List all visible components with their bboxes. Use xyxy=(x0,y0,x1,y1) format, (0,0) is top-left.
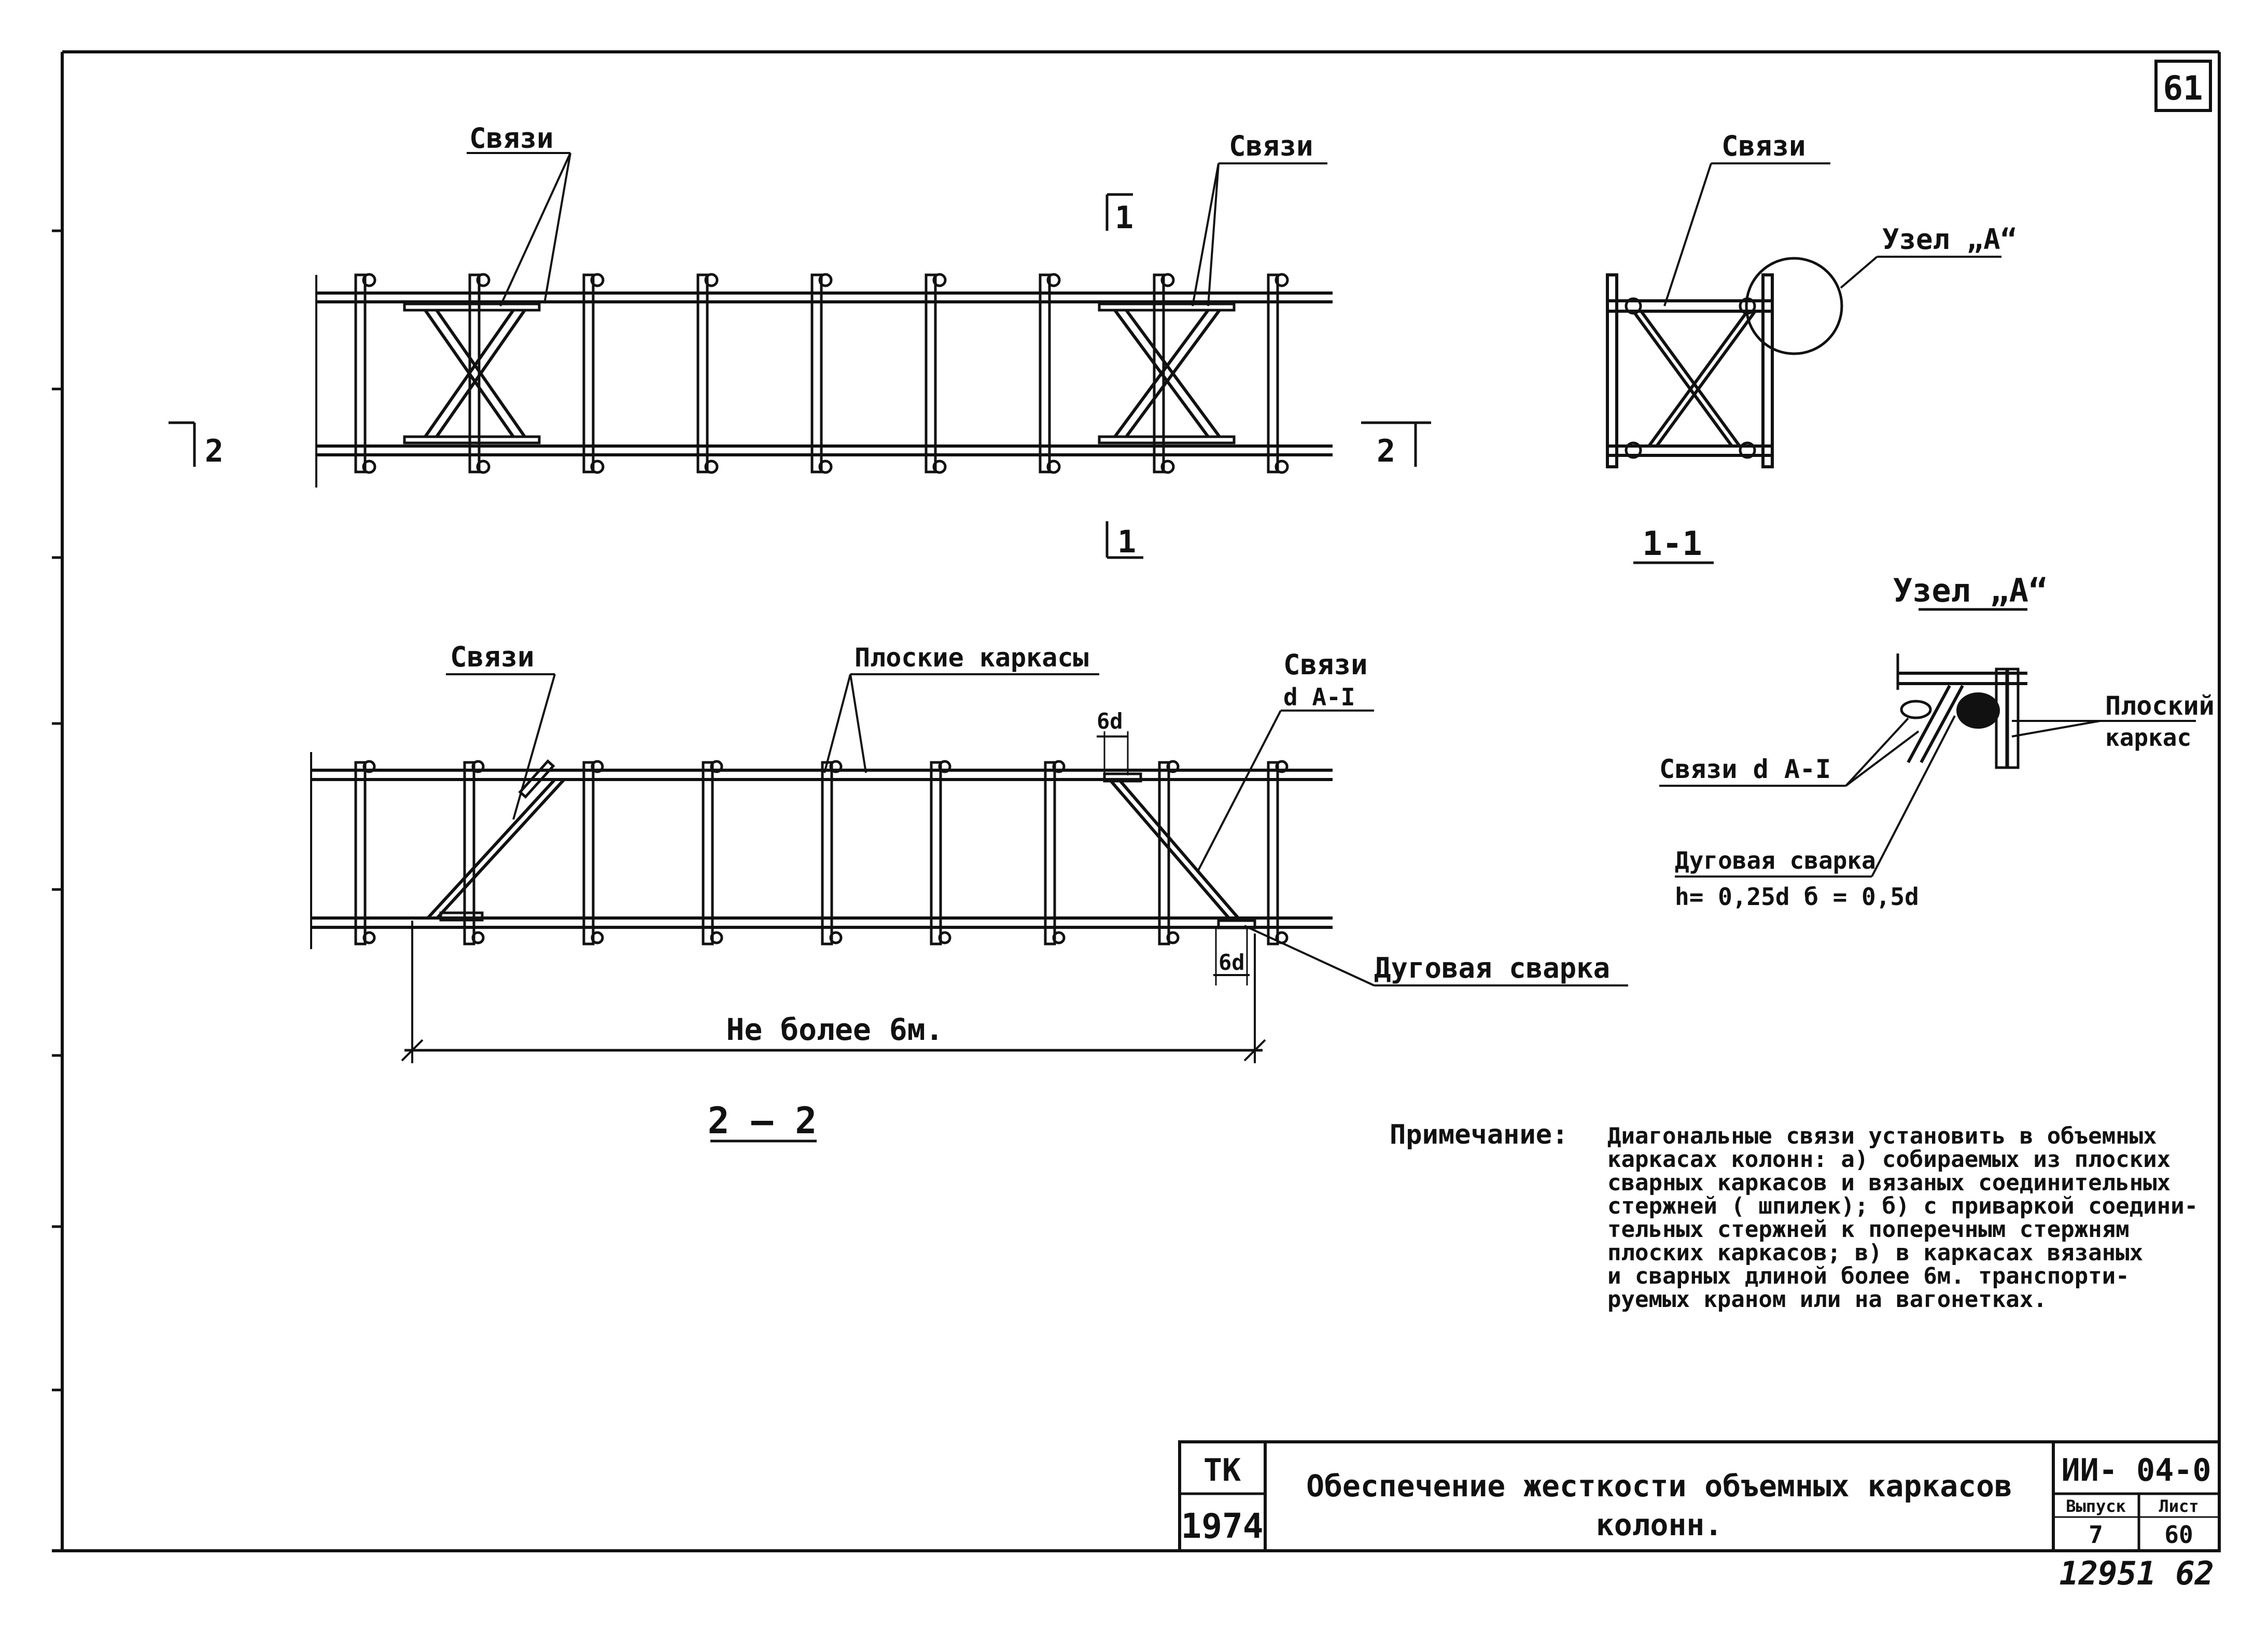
note-heading: Примечание: xyxy=(1390,1119,1568,1150)
section-1-1-caption: 1-1 xyxy=(1642,525,1702,563)
sheet-value: 60 xyxy=(2164,1521,2193,1549)
issue-label: Выпуск xyxy=(2066,1496,2126,1516)
node-detail-title: Узел „А“ xyxy=(1893,572,2048,609)
node-a-label: Узел „А“ xyxy=(1882,223,2017,256)
flat-frames-label: Плоские каркасы xyxy=(855,643,1089,673)
note-line-7: и сварных длиной более 6м. транспорти- xyxy=(1607,1263,2130,1289)
title-block: ТК 1974 Обеспечение жесткости объемных к… xyxy=(1178,1440,2221,1552)
ties-label-right: Связи xyxy=(1229,130,1313,162)
note-line-6: плоских каркасов; в) в каркасах вязаных xyxy=(1607,1240,2143,1266)
flat-frame-line1: Плоский xyxy=(2105,691,2215,721)
section-2-2-ties-right: Связи xyxy=(1283,648,1368,681)
section-2-2-ties-right-sub: d A-I xyxy=(1283,683,1355,711)
note-block: Примечание: Диагональные связи установит… xyxy=(1390,1119,2198,1313)
diagonal-ties-left xyxy=(403,302,541,444)
note-line-3: сварных каркасов и вязаных соединительны… xyxy=(1607,1170,2171,1196)
section-1-1-ties-label: Связи xyxy=(1721,130,1806,162)
archive-number: 12951 62 xyxy=(2059,1554,2214,1592)
flat-frame-line2: каркас xyxy=(2105,724,2191,752)
page-number: 61 xyxy=(2163,69,2203,108)
node-a-detail: Узел „А“ Плоский каркас Связи d A-I Дуго… xyxy=(1659,572,2215,911)
node-weld-params: h= 0,25d б = 0,5d xyxy=(1675,883,1919,911)
note-line-8: руемых краном или на вагонетках. xyxy=(1607,1286,2047,1313)
note-line-1: Диагональные связи установить в объемных xyxy=(1607,1123,2157,1149)
node-weld-label: Дуговая сварка xyxy=(1675,846,1876,874)
note-line-5: тельных стержней к поперечным стержням xyxy=(1607,1216,2130,1243)
note-line-4: стержней ( шпилек); б) с приваркой соеди… xyxy=(1607,1193,2198,1219)
note-line-2: каркасах колонн: а) собираемых из плоски… xyxy=(1607,1146,2171,1173)
sheet-frame xyxy=(52,50,2221,1552)
section-2-2-ties-left: Связи xyxy=(450,641,535,673)
transverse-bars-view2 xyxy=(354,760,1289,945)
drawing-title-line1: Обеспечение жесткости объемных каркасов xyxy=(1306,1468,2012,1504)
dim-6d-bottom: 6d xyxy=(1219,950,1245,975)
weld-label-2-2: Дуговая сварка xyxy=(1374,952,1610,984)
ties-label-left: Связи xyxy=(469,122,554,155)
section-2-2: Связи Плоские каркасы Связи d A-I 6d 6d … xyxy=(310,641,1628,1143)
cut-2-left: 2 xyxy=(205,433,223,469)
span-label: Не более 6м. xyxy=(726,1012,943,1047)
diagonal-ties-right xyxy=(1098,302,1236,444)
cut-1-bottom: 1 xyxy=(1117,524,1136,560)
year: 1974 xyxy=(1181,1506,1264,1546)
sheet-label: Лист xyxy=(2159,1496,2199,1516)
elevation-view-1: Связи Связи 1 1 2 2 xyxy=(169,122,1431,560)
node-ties-label: Связи d A-I xyxy=(1659,754,1831,784)
cut-1-top: 1 xyxy=(1115,200,1133,236)
dim-6d-top: 6d xyxy=(1097,708,1123,734)
section-2-2-caption: 2 – 2 xyxy=(708,1100,817,1142)
doc-code: ИИ- 04-0 xyxy=(2062,1452,2211,1489)
section-1-1: Узел „А“ Связи 1-1 xyxy=(1606,130,2017,564)
issue-value: 7 xyxy=(2089,1521,2103,1549)
page-number-box: 61 xyxy=(2154,60,2212,112)
drawing-title-line2: колонн. xyxy=(1596,1507,1723,1542)
org-code: ТК xyxy=(1203,1452,1241,1489)
cut-2-right: 2 xyxy=(1377,433,1395,469)
